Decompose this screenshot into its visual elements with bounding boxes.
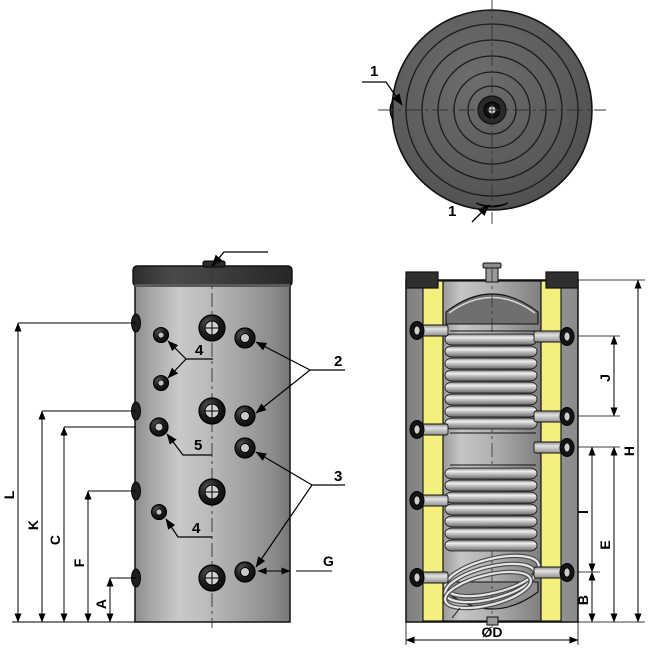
callout-1-left-label: 1 (370, 63, 378, 80)
center-port-2 (198, 397, 226, 425)
callout-2: 2 (255, 341, 345, 414)
callout-2-label: 2 (334, 353, 342, 370)
dimension-A-label: A (93, 599, 109, 609)
section-right-flange-1 (533, 327, 575, 346)
dimension-F-label: F (71, 558, 87, 567)
callout-1-bottom: 1 (448, 203, 490, 223)
dimension-K: K (25, 410, 136, 623)
front-view-right-ports (234, 327, 256, 583)
dimension-K-label: K (25, 520, 41, 530)
callout-5: 5 (166, 433, 212, 456)
section-left-flange-1 (409, 321, 449, 340)
callout-4-upper: 4 (167, 340, 213, 379)
callout-1-left: 1 (362, 63, 403, 106)
right-port-4 (234, 561, 256, 583)
section-view-left-flanges (409, 321, 449, 587)
front-view-top-leader (211, 251, 268, 267)
right-port-3 (234, 437, 256, 459)
small-port-5 (149, 417, 169, 437)
section-right-flange-3 (533, 438, 575, 457)
dimension-L-label: L (1, 490, 17, 499)
dimension-A: A (93, 577, 136, 623)
section-right-flange-4 (533, 563, 575, 582)
section-view-right-flanges (533, 327, 575, 582)
dimension-H: H (621, 279, 642, 623)
dimension-C-label: C (47, 535, 63, 545)
section-right-flange-2 (533, 407, 575, 426)
callout-4-lower-label: 4 (192, 520, 201, 537)
dimension-J: J (578, 335, 620, 417)
right-port-1 (234, 327, 256, 349)
dimension-J-label: J (597, 374, 613, 382)
section-left-flange-4 (409, 568, 449, 587)
section-view: H E J I B ØD (405, 262, 645, 645)
dimension-C: C (47, 426, 136, 623)
dimension-H-label: H (621, 446, 637, 456)
callout-5-label: 5 (194, 437, 202, 454)
front-view-left-small-ports (149, 326, 170, 521)
dimension-E: E (578, 446, 620, 623)
callout-3: 3 (255, 451, 345, 568)
callout-4-upper-label: 4 (195, 342, 204, 359)
callout-3-label: 3 (334, 468, 342, 485)
dimension-diameter-D-label: ØD (482, 624, 503, 640)
dimension-diameter-D: ØD (405, 622, 579, 645)
section-left-flange-2 (409, 420, 449, 439)
small-port-4b (152, 374, 170, 392)
center-port-1 (198, 314, 226, 342)
dimension-B-label: B (575, 595, 591, 605)
center-port-3 (198, 478, 226, 506)
small-port-4c (150, 503, 168, 521)
dimension-F: F (71, 490, 136, 623)
callout-4-lower: 4 (165, 518, 212, 538)
dimension-G: G (257, 553, 334, 575)
section-left-flange-3 (409, 491, 449, 510)
front-view-top-cap (132, 265, 293, 287)
dimension-L: L (1, 322, 136, 623)
section-view-upper-coil (444, 330, 538, 434)
small-port-4a (152, 326, 170, 344)
dimension-E-label: E (597, 540, 613, 549)
section-view-cap-right (545, 271, 579, 289)
center-port-4 (198, 564, 226, 592)
dimension-G-label: G (323, 553, 334, 569)
section-view-bottom-drain (486, 616, 499, 626)
section-view-lower-coil (444, 464, 538, 552)
front-view-cap-shadow (135, 284, 290, 287)
front-view-center-ports (198, 314, 226, 592)
section-view-top-collar (482, 262, 502, 269)
right-port-2 (234, 405, 256, 427)
section-view-cap-left (405, 271, 439, 289)
dimension-I-label: I (575, 510, 591, 514)
callout-1-bottom-label: 1 (448, 203, 456, 220)
dimension-B: B (575, 571, 596, 623)
top-view: 1 1 (362, 0, 606, 224)
front-view: 4 5 4 2 3 G (1, 251, 345, 628)
